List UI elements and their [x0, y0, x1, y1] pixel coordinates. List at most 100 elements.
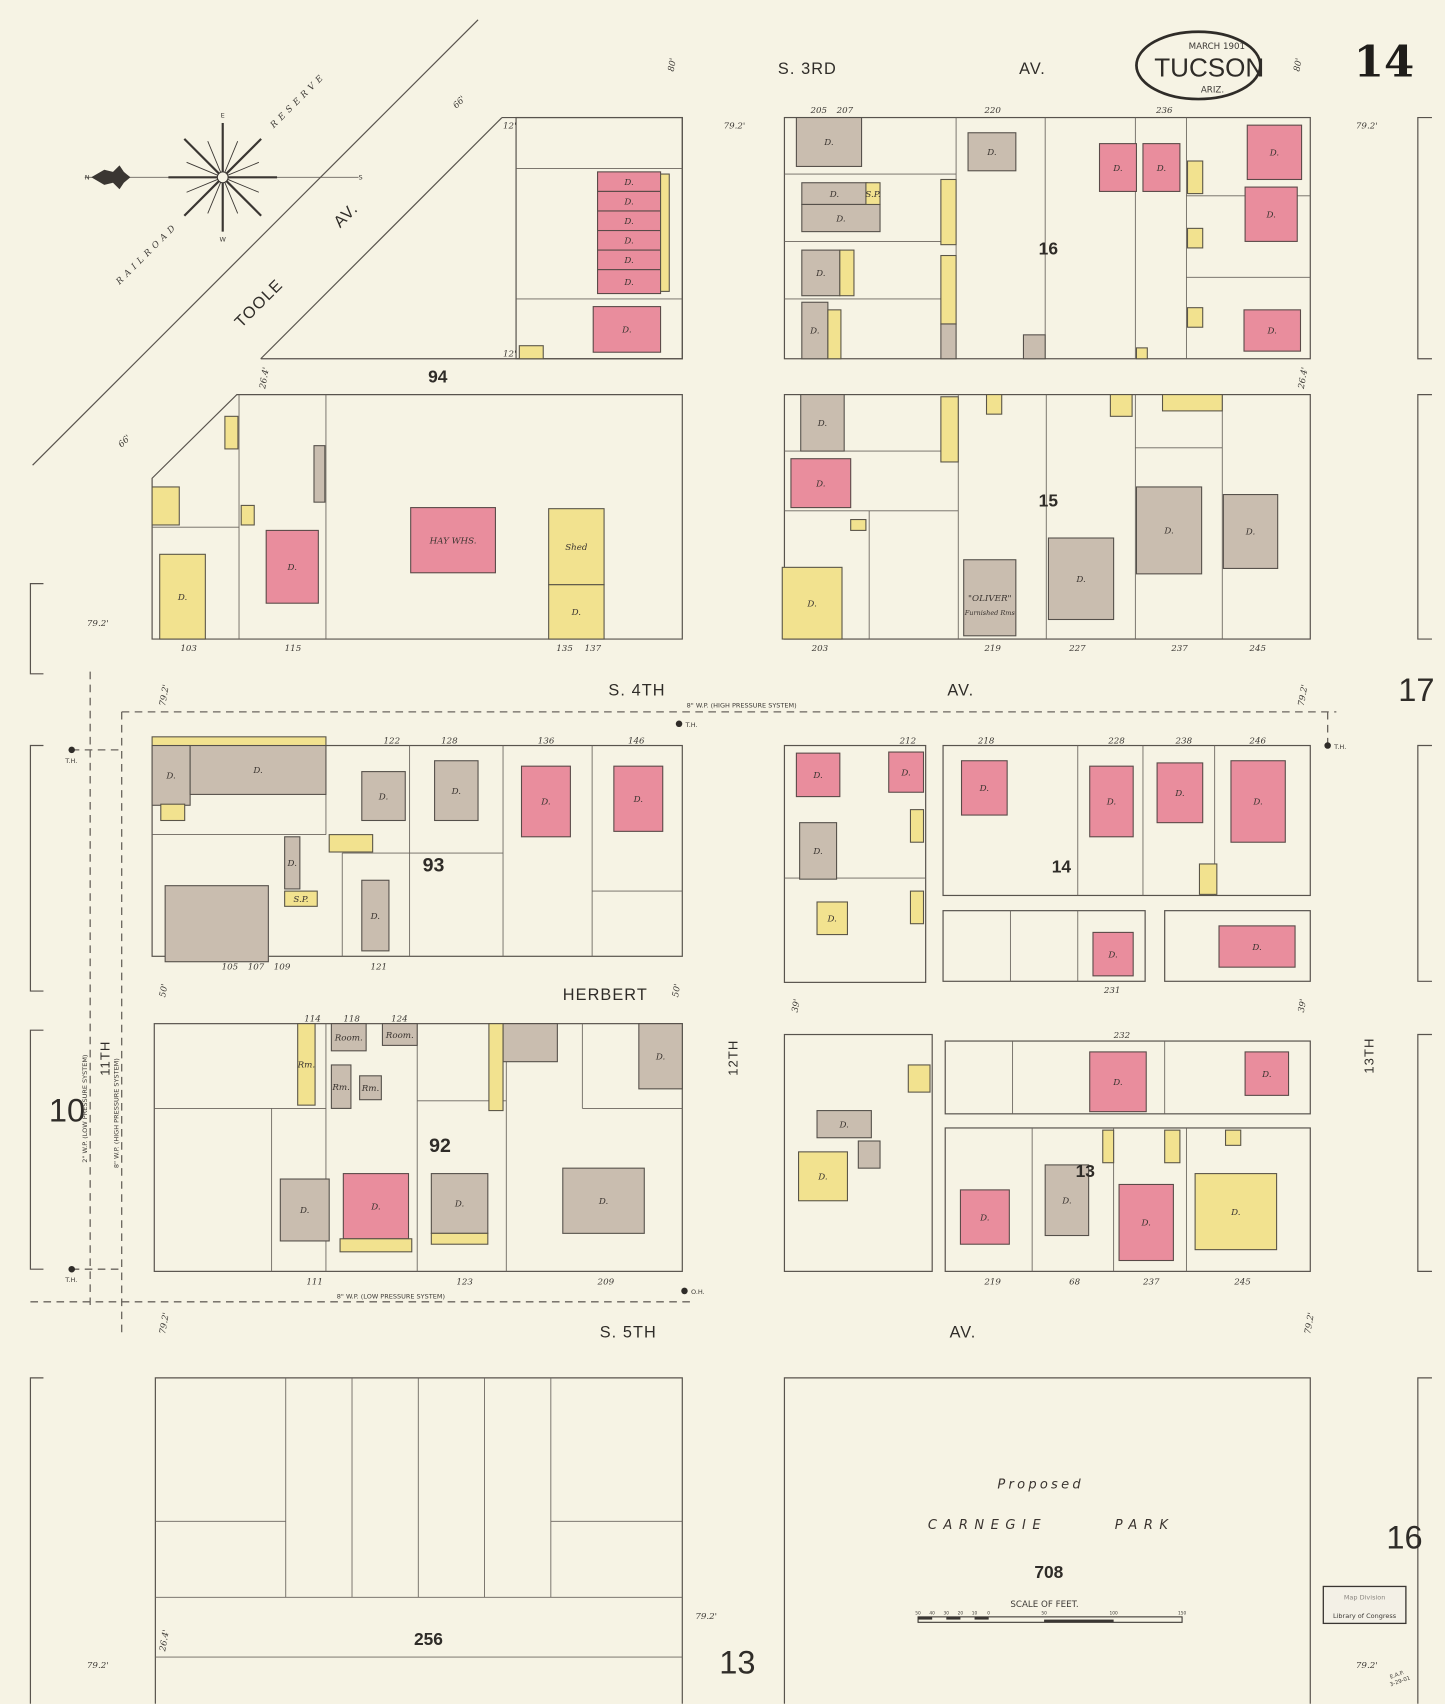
building-label: D.: [370, 1202, 380, 1212]
building-label: D.: [1112, 1078, 1122, 1088]
adobe-building: [434, 760, 479, 822]
building-label: D.: [815, 269, 825, 279]
address: 137: [585, 644, 602, 654]
address: 124: [391, 1014, 408, 1024]
building-label: D.: [287, 859, 297, 869]
building-label: D.: [835, 214, 845, 224]
hydrant-label: T.H.: [64, 757, 77, 765]
street-width: 26.4': [158, 1629, 172, 1653]
brick-building: [1246, 124, 1303, 181]
surveyor-initials: E.A.P.: [1389, 1670, 1405, 1681]
frame-building: [909, 809, 925, 843]
building-label: S.P.: [865, 190, 880, 200]
brick-building: [1089, 765, 1134, 838]
pipe-label-vertical-low: 2" W.P. (LOW PRESSURE SYSTEM): [81, 1055, 89, 1163]
frame-building: [224, 415, 239, 450]
address: 227: [1068, 644, 1086, 654]
adjacent-sheet-16[interactable]: 16: [1386, 1518, 1422, 1555]
building-label: D.: [1163, 527, 1173, 537]
scale-tick-label: 150: [1178, 1611, 1187, 1617]
frame-building: [1161, 394, 1223, 412]
sheet-number: 14: [1354, 36, 1414, 87]
street-width: 80': [667, 57, 679, 72]
hydrant-label: T.H.: [685, 721, 698, 729]
block-number-14: 14: [1052, 857, 1072, 877]
building-label: D.: [1251, 943, 1261, 953]
compass-n: E: [221, 112, 225, 120]
block-number-16: 16: [1039, 238, 1059, 258]
building-label: D.: [1269, 149, 1279, 159]
adobe-building: [361, 771, 406, 822]
frame-building: [907, 1064, 931, 1093]
street-width: 39': [791, 998, 803, 1013]
street-width: 80': [1293, 57, 1305, 72]
adobe-building: [967, 132, 1017, 172]
brick-building: [960, 760, 1008, 816]
building-label: D.: [1230, 1208, 1240, 1218]
building-label: D.: [623, 278, 633, 288]
compass-ray: [207, 141, 224, 178]
title-date: MARCH 1901: [1189, 42, 1246, 52]
adobe-building: [1047, 537, 1115, 621]
adobe-building: [189, 744, 327, 795]
building-label: D.: [623, 217, 633, 227]
adjacent-sheet-17[interactable]: 17: [1398, 671, 1434, 708]
street-width: 50': [158, 983, 170, 998]
building-label: D.: [1061, 1196, 1071, 1206]
block-number-15: 15: [1039, 491, 1059, 511]
hydrant-label: O.H.: [691, 1288, 705, 1296]
title-oval: [1135, 30, 1262, 101]
building-label: D.: [177, 593, 187, 603]
elevation: 79.2': [158, 684, 172, 707]
frame-building: [328, 834, 374, 853]
compass-ray: [221, 176, 262, 217]
address: 136: [538, 736, 555, 746]
compass-ray: [207, 177, 224, 214]
frame-building: [985, 394, 1003, 415]
address: 105: [222, 962, 239, 972]
adobe-building: [801, 301, 829, 360]
hydrant-label: T.H.: [64, 1276, 77, 1284]
frame-building: [940, 178, 957, 246]
building-label: HAY WHS.: [429, 536, 477, 546]
toole-av-east-line: [260, 117, 503, 360]
building-label: D.: [623, 256, 633, 266]
adobe-building: [330, 1023, 367, 1052]
address: 115: [285, 644, 302, 654]
address: 238: [1175, 736, 1193, 746]
park-name-carnegie: CARNEGIE: [928, 1518, 1047, 1533]
address: 103: [180, 644, 197, 654]
building-label: D.: [815, 479, 825, 489]
adjacent-sheet-13[interactable]: 13: [719, 1643, 755, 1680]
adjacent-sheet-10[interactable]: 10: [49, 1091, 85, 1128]
building-label: Shed: [565, 543, 588, 553]
compass-rose-icon: E W N S: [84, 112, 363, 243]
compass-ray: [222, 177, 239, 214]
frame-building: [297, 1023, 316, 1106]
address: 111: [306, 1277, 323, 1287]
address: 237: [1170, 644, 1188, 654]
block-number-256: 256: [414, 1629, 443, 1649]
building-label: D.: [623, 178, 633, 188]
brick-building: [1089, 1051, 1147, 1113]
street-label-12th: 12TH: [726, 1040, 741, 1076]
elevation: 79.2': [1297, 684, 1311, 707]
frame-building: [940, 396, 959, 463]
brick-building: [1092, 931, 1134, 977]
frame-building: [548, 584, 605, 640]
adobe-building: [963, 559, 1017, 637]
brick-building: [888, 751, 925, 793]
address: 203: [811, 644, 829, 654]
building-label: D.: [623, 197, 633, 207]
address: 220: [983, 106, 1001, 116]
address: 212: [899, 736, 917, 746]
address: 209: [597, 1277, 615, 1287]
brick-building: [613, 765, 664, 832]
elevation: 79.2': [1356, 121, 1378, 131]
hydrant-icon: [68, 746, 75, 754]
building-label: D.: [571, 608, 581, 618]
adobe-building: [1022, 334, 1046, 360]
scale-title: SCALE OF FEET.: [1010, 1600, 1078, 1610]
building-label: D.: [370, 912, 380, 922]
building-label: D.: [1107, 950, 1117, 960]
